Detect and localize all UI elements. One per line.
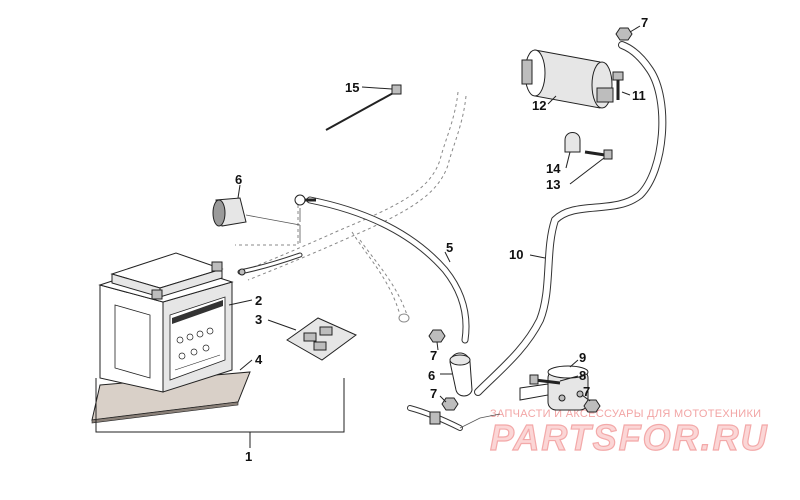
callout-6-lower: 6 — [428, 368, 435, 383]
callout-3: 3 — [255, 312, 262, 327]
battery — [98, 252, 234, 393]
hold-down-bracket — [286, 317, 357, 361]
starter-cable — [474, 41, 667, 396]
starter-bolt — [612, 71, 624, 100]
solenoid-boot — [449, 352, 473, 397]
clip-bolt — [584, 149, 613, 160]
callout-11: 11 — [632, 88, 646, 103]
nut-top — [615, 27, 633, 41]
callout-2: 2 — [255, 293, 262, 308]
callout-13: 13 — [546, 177, 560, 192]
callout-12: 12 — [532, 98, 546, 113]
callout-10: 10 — [509, 247, 523, 262]
callout-7-middle: 7 — [430, 348, 437, 363]
callout-7-lower: 7 — [430, 386, 437, 401]
starter-solenoid — [519, 365, 589, 411]
cable-clip — [564, 132, 581, 153]
watermark-tagline: ЗАПЧАСТИ И АКСЕССУАРЫ ДЛЯ МОТОТЕХНИКИ — [490, 408, 761, 420]
callout-15: 15 — [345, 80, 359, 95]
nut-lower — [441, 397, 459, 411]
watermark-brand: PARTSFOR.RU — [490, 417, 769, 458]
terminal-boot — [212, 197, 247, 227]
battery-lead — [237, 252, 303, 276]
ground-wire — [407, 405, 501, 431]
watermark: ЗАПЧАСТИ И АКСЕССУАРЫ ДЛЯ МОТОТЕХНИКИ PA… — [489, 408, 769, 459]
battery-cable — [294, 194, 470, 344]
callout-8: 8 — [579, 368, 586, 383]
callout-labels: 1 2 3 4 5 6 6 7 7 7 7 8 9 10 11 12 13 14… — [235, 15, 648, 464]
leader-lines — [95, 25, 641, 448]
callout-5: 5 — [446, 240, 453, 255]
callout-9: 9 — [579, 350, 586, 365]
callout-14: 14 — [546, 161, 561, 176]
nut-right — [583, 399, 601, 413]
nut-middle — [428, 329, 446, 343]
starter-motor — [521, 49, 614, 109]
callout-7-right: 7 — [583, 384, 590, 399]
callout-1: 1 — [245, 449, 252, 464]
callout-6-upper: 6 — [235, 172, 242, 187]
zip-tie — [325, 84, 402, 131]
callout-4: 4 — [255, 352, 263, 367]
phantom-cable — [235, 91, 467, 323]
solenoid-bolt — [529, 374, 561, 385]
callout-7-top: 7 — [641, 15, 648, 30]
